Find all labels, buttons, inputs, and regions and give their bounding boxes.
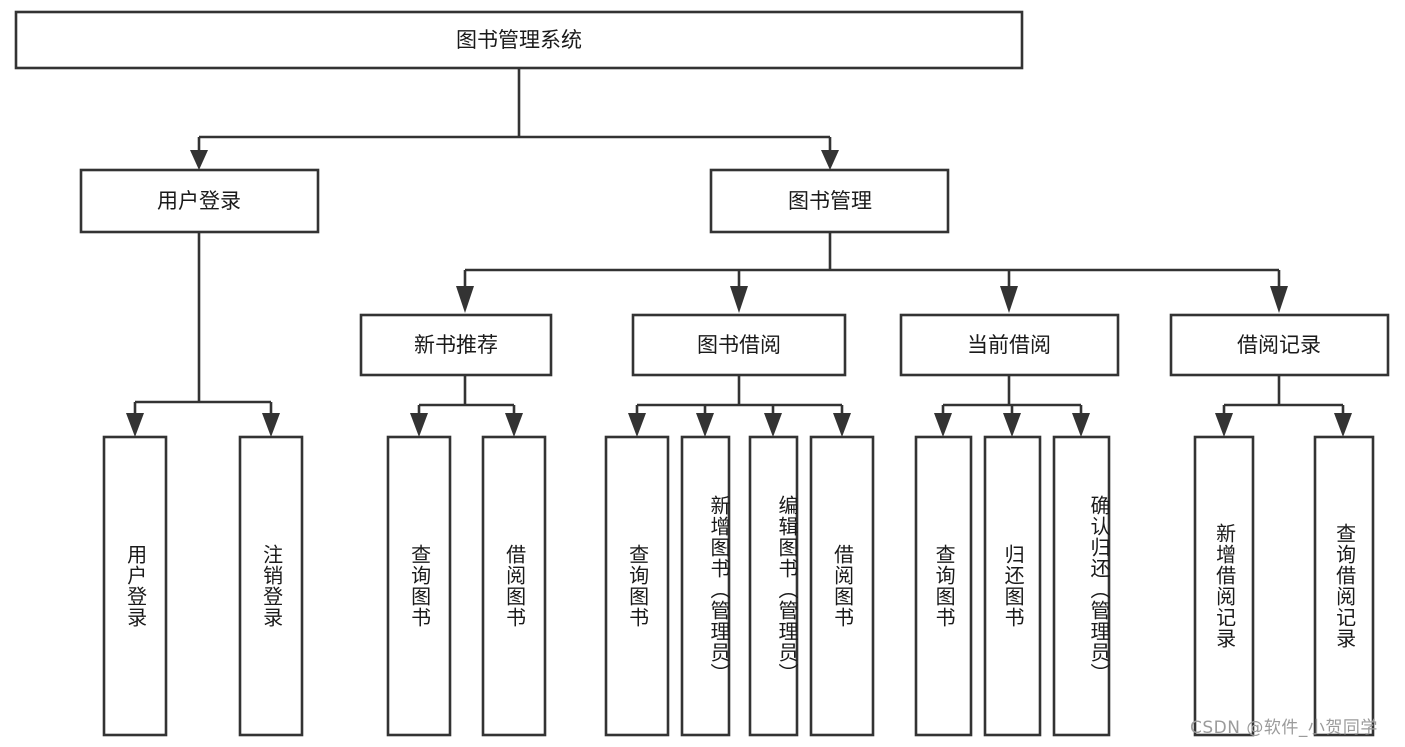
node-borrow-record-label: 借阅记录: [1237, 333, 1321, 357]
arrowhead-book-borrow: [730, 286, 748, 313]
arrowhead-leaf-query-book-3: [934, 413, 952, 437]
node-current-borrow-label: 当前借阅: [967, 333, 1051, 357]
leaf-box-add-record[interactable]: [1193, 435, 1255, 737]
node-book-manage-box[interactable]: [709, 168, 950, 234]
arrowhead-leaf-return-book: [1003, 413, 1021, 437]
arrowhead-leaf-add-book: [696, 413, 714, 437]
node-root[interactable]: 图书管理系统: [14, 10, 1024, 70]
leaf-box-user-logout[interactable]: [238, 435, 304, 737]
leaf-box-confirm-return[interactable]: [1052, 435, 1111, 737]
node-user-login-box[interactable]: [79, 168, 320, 234]
csdn-watermark: CSDN @软件_小贺同学: [1190, 718, 1378, 738]
node-root-box[interactable]: [14, 10, 1024, 70]
leaf-box-edit-book[interactable]: [748, 435, 799, 737]
arrowhead-leaf-confirm-return: [1072, 413, 1090, 437]
arrowhead-leaf-add-record: [1215, 413, 1233, 437]
arrowhead-leaf-query-record: [1334, 413, 1352, 437]
arrowhead-user-login: [190, 150, 208, 170]
node-root-label: 图书管理系统: [456, 28, 582, 52]
leaf-box-query-book-2[interactable]: [604, 435, 670, 737]
leaf-box-query-record[interactable]: [1313, 435, 1375, 737]
arrowhead-leaf-user-logout: [262, 413, 280, 437]
node-borrow-record-box[interactable]: [1169, 313, 1390, 377]
arrowhead-leaf-user-login: [126, 413, 144, 437]
node-new-book-rec-label: 新书推荐: [414, 333, 498, 357]
arrowhead-new-book-rec: [456, 286, 474, 313]
node-book-borrow[interactable]: 图书借阅: [631, 313, 847, 377]
leaf-box-borrow-book-1[interactable]: [481, 435, 547, 737]
arrowhead-book-manage: [821, 150, 839, 170]
node-book-borrow-box[interactable]: [631, 313, 847, 377]
connector-group: [126, 68, 1352, 437]
arrowhead-current-borrow: [1000, 286, 1018, 313]
arrowhead-leaf-borrow-book-2: [833, 413, 851, 437]
node-current-borrow-box[interactable]: [899, 313, 1120, 377]
leaf-box-borrow-book-2[interactable]: [809, 435, 875, 737]
arrowhead-leaf-query-book-2: [628, 413, 646, 437]
arrowhead-leaf-edit-book: [764, 413, 782, 437]
leaf-box-user-login[interactable]: [102, 435, 168, 737]
node-book-manage-label: 图书管理: [788, 189, 872, 213]
arrowhead-leaf-borrow-book-1: [505, 413, 523, 437]
arrowhead-leaf-query-book-1: [410, 413, 428, 437]
node-new-book-rec-box[interactable]: [359, 313, 553, 377]
node-borrow-record[interactable]: 借阅记录: [1169, 313, 1390, 377]
node-book-borrow-label: 图书借阅: [697, 333, 781, 357]
leaf-box-return-book[interactable]: [983, 435, 1042, 737]
node-user-login[interactable]: 用户登录: [79, 168, 320, 234]
node-current-borrow[interactable]: 当前借阅: [899, 313, 1120, 377]
leaf-box-query-book-3[interactable]: [914, 435, 973, 737]
node-new-book-rec[interactable]: 新书推荐: [359, 313, 553, 377]
node-book-manage[interactable]: 图书管理: [709, 168, 950, 234]
leaf-box-query-book-1[interactable]: [386, 435, 452, 737]
arrowhead-borrow-record: [1270, 286, 1288, 313]
leaf-box-add-book[interactable]: [680, 435, 731, 737]
node-user-login-label: 用户登录: [157, 189, 241, 213]
